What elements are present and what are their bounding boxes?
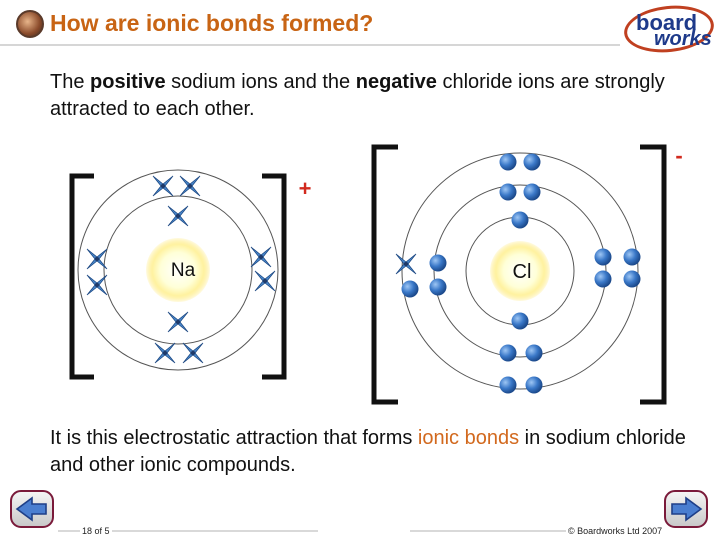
cl-electron bbox=[523, 183, 541, 201]
na-nucleus bbox=[146, 238, 210, 302]
page-number: 18 of 5 bbox=[80, 526, 112, 536]
footer-divider-right bbox=[410, 530, 660, 532]
na-electron bbox=[167, 205, 189, 227]
slide-header: How are ionic bonds formed? board works bbox=[0, 0, 720, 58]
cl-bracket-left bbox=[371, 144, 398, 405]
header-divider bbox=[0, 44, 620, 46]
cl-electron bbox=[511, 211, 529, 229]
cl-electron bbox=[499, 376, 517, 394]
cl-electron bbox=[499, 153, 517, 171]
cl-electron bbox=[594, 270, 612, 288]
na-electron bbox=[254, 270, 276, 292]
cl-electron bbox=[499, 344, 517, 362]
na-electron bbox=[182, 342, 204, 364]
conclusion-paragraph: It is this electrostatic attraction that… bbox=[50, 425, 690, 479]
cl-nucleus bbox=[490, 241, 550, 301]
emblem-icon bbox=[16, 10, 44, 38]
copyright-notice: © Boardworks Ltd 2007 bbox=[566, 526, 665, 536]
cl-electron bbox=[525, 376, 543, 394]
cl-electron bbox=[623, 248, 641, 266]
cl-electron bbox=[429, 254, 447, 272]
cl-electrons bbox=[395, 153, 641, 394]
cl-electron bbox=[499, 183, 517, 201]
intro-paragraph: The positive sodium ions and the negativ… bbox=[50, 69, 690, 123]
conclusion-text-1: It is this electrostatic attraction that… bbox=[50, 427, 418, 449]
footer-divider-left bbox=[58, 530, 318, 532]
cl-electron bbox=[401, 280, 419, 298]
na-label: Na bbox=[171, 260, 196, 281]
sodium-ion: Na + bbox=[69, 169, 312, 380]
na-electron bbox=[154, 342, 176, 364]
intro-text-3: chloride ions are strongly attracted to … bbox=[50, 71, 665, 120]
na-electron bbox=[179, 175, 201, 197]
na-electron bbox=[167, 311, 189, 333]
chloride-ion: Cl - bbox=[371, 143, 683, 405]
na-electron bbox=[86, 274, 108, 296]
cl-electron bbox=[623, 270, 641, 288]
na-outer-shell bbox=[77, 169, 279, 371]
cl-electron bbox=[429, 278, 447, 296]
cl-transferred-electron bbox=[395, 253, 417, 275]
na-bracket-left bbox=[69, 173, 94, 380]
intro-text-2: sodium ions and the bbox=[165, 71, 356, 93]
next-slide-button[interactable] bbox=[662, 488, 710, 530]
na-electron bbox=[86, 248, 108, 270]
cl-electron bbox=[523, 153, 541, 171]
na-electron bbox=[152, 175, 174, 197]
negative-word: negative bbox=[355, 71, 437, 93]
cl-electron bbox=[594, 248, 612, 266]
cl-middle-shell bbox=[433, 184, 607, 358]
conclusion-text-2: in sodium chloride and other ionic compo… bbox=[50, 427, 686, 476]
cl-bracket-right bbox=[640, 144, 667, 405]
ionic-bond-diagram: Na + Cl - bbox=[69, 143, 683, 405]
cl-electron bbox=[525, 344, 543, 362]
positive-word: positive bbox=[90, 71, 166, 93]
slide-title: How are ionic bonds formed? bbox=[50, 10, 374, 36]
cl-outer-shell bbox=[401, 152, 639, 390]
cl-electron bbox=[511, 312, 529, 330]
logo-text-works: works bbox=[654, 28, 712, 50]
boardworks-logo: board works bbox=[621, 1, 717, 57]
na-charge: + bbox=[299, 176, 312, 201]
previous-slide-button[interactable] bbox=[8, 488, 56, 530]
na-middle-shell bbox=[103, 195, 253, 345]
ionic-bonds-highlight: ionic bonds bbox=[417, 427, 520, 449]
na-bracket-right bbox=[262, 173, 287, 380]
intro-text-1: The bbox=[50, 71, 91, 93]
na-electron bbox=[250, 246, 272, 268]
arrow-left-icon bbox=[15, 496, 47, 522]
logo-text-board: board bbox=[636, 10, 698, 35]
cl-charge: - bbox=[675, 143, 682, 168]
arrow-right-icon bbox=[671, 496, 703, 522]
cl-label: Cl bbox=[513, 261, 532, 283]
